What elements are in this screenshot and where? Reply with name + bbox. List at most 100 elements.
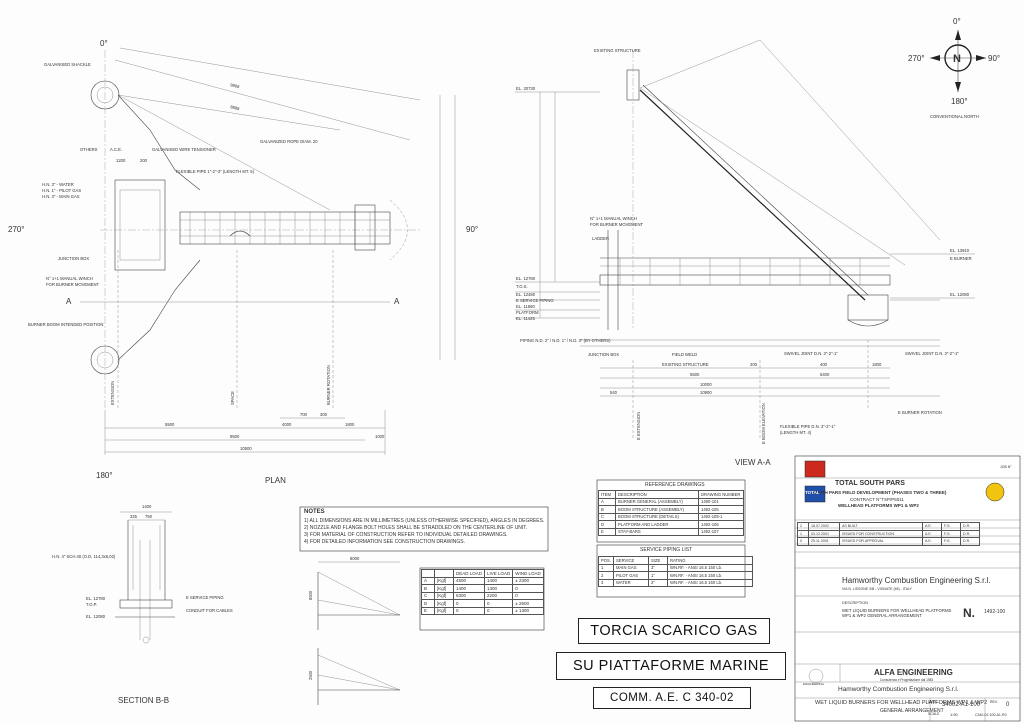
tb-scale-label: SCALE xyxy=(928,712,940,716)
load-table-cell: C xyxy=(421,591,435,600)
load-table-cell: 0 xyxy=(452,599,486,608)
load-table-cell: ± 1300 xyxy=(512,606,544,615)
ref-drawings-cell: PLATFORM AND LADDER xyxy=(615,520,699,529)
load-table-cell: 0 xyxy=(512,591,544,600)
view-aa-manual-winch: N° 1+1 MANUAL WINCH xyxy=(590,216,637,221)
service-piping-cell: SIZE xyxy=(648,556,669,565)
load-table-cell: WIND LOAD xyxy=(512,569,544,578)
banner-line-1: TORCIA SCARICO GAS xyxy=(578,618,770,644)
label-manual-winch: N° 1+1 MANUAL WINCH xyxy=(46,276,93,281)
view-aa-swivel: SWIVEL JOINT D.N. 3"-2"-1" xyxy=(784,351,838,356)
section-bb xyxy=(115,511,175,644)
view-aa-junction-box: JUNCTION BOX xyxy=(588,352,619,357)
revision-cell: D.R. xyxy=(960,529,980,538)
note-1: 1) ALL DIMENSIONS ARE IN MILLIMETRES (UN… xyxy=(304,518,545,524)
view-aa-el-11425: EL. 11425 xyxy=(516,316,535,321)
ref-drawings-cell: D xyxy=(598,520,616,529)
compass-n: N xyxy=(953,53,961,65)
load-table-cell: E xyxy=(421,606,435,615)
load-table-cell: B xyxy=(421,584,435,593)
ref-drawings-cell: A xyxy=(598,497,616,506)
ref-drawings-cell: 1492-107 xyxy=(698,527,744,536)
ref-drawings-cell: STAY-BARS xyxy=(615,527,699,536)
dim-700: 700 xyxy=(300,412,308,417)
dim-300: 300 xyxy=(320,412,328,417)
section-bb-d1400: 1400 xyxy=(142,504,152,509)
section-bb-conduit: CONDUIT FOR CABLES xyxy=(186,608,233,613)
view-aa-d400: 400 xyxy=(820,362,828,367)
load-table-cell: DEAD LOAD xyxy=(452,569,486,578)
service-piping-cell: WN.RF. - ANSI 16.5 150 Lb. xyxy=(667,578,754,587)
load-table-cell: 0 xyxy=(512,584,544,593)
view-aa-extension: E EXTENSION xyxy=(636,412,641,440)
view-aa-d200: 200 xyxy=(750,362,758,367)
tb-client: TOTAL SOUTH PARS xyxy=(835,480,905,487)
load-table-cell: ± 2300 xyxy=(512,576,544,585)
revision-cell: 18.07.2002 xyxy=(808,522,840,531)
plan-angle-bottom: 180° xyxy=(96,471,113,480)
label-ace: A.C.E. xyxy=(110,147,122,152)
view-aa-el-20730: EL. 20730 xyxy=(516,86,536,91)
plan-angle-top: 0° xyxy=(100,39,108,48)
tb-address: VIA N. LISSONE 3/B - VIGNATE (MI) - ITAL… xyxy=(842,587,913,591)
dim-5500: 5500 xyxy=(165,422,175,427)
tb-client-line: Hamworthy Combustion Engineering S.r.l. xyxy=(838,686,959,693)
plan-angle-right: 90° xyxy=(466,225,478,234)
title-block-frame xyxy=(795,460,1020,721)
load-table-cell: LIVE LOAD xyxy=(484,569,514,578)
load-table-cell: D xyxy=(421,599,435,608)
load-table-cell: 1400 xyxy=(452,584,486,593)
revision-cell: 1 xyxy=(797,529,809,538)
label-wire-tensioner: GALVANISED WIRE TENSIONER xyxy=(152,147,216,152)
label-for-burner: FOR BURNER MOVEMENT xyxy=(46,282,99,287)
section-bb-title: SECTION B-B xyxy=(118,696,169,705)
dim-9500: 9500 xyxy=(230,434,240,439)
tb-scale: 1:50 xyxy=(950,712,958,717)
view-aa-d5500: 5500 xyxy=(690,372,700,377)
view-aa-title: VIEW A-A xyxy=(735,458,771,467)
load-dim-8000: 8000 xyxy=(350,556,360,561)
service-piping-cell: WATER xyxy=(613,578,650,587)
revision-cell: D.R. xyxy=(960,537,980,546)
plan-title: PLAN xyxy=(265,476,286,485)
plan-angle-left: 270° xyxy=(8,225,25,234)
view-aa-field-weld: FIELD WELD xyxy=(672,352,697,357)
view-aa-d540: 540 xyxy=(610,390,618,395)
view-aa-d10900: 10900 xyxy=(700,390,712,395)
service-piping-cell: 1" xyxy=(648,571,669,580)
load-dim-2500: 2500 xyxy=(308,670,313,680)
revision-cell: ISSUED FOR CONSTRUCTION xyxy=(839,529,923,538)
load-table-cell: [Kgf] xyxy=(434,591,454,600)
load-table-cell: [Kgf] xyxy=(434,599,454,608)
revision-cell: 0 xyxy=(797,537,809,546)
tb-company: Hamworthy Combustion Engineering S.r.l. xyxy=(842,576,991,585)
revision-cell: 25.11.2001 xyxy=(808,537,840,546)
revision-cell: F.G. xyxy=(941,537,961,546)
tb-job: JOB N° xyxy=(1000,465,1012,469)
view-aa-el-11680: EL. 11680 xyxy=(516,304,535,309)
compass xyxy=(930,30,986,92)
note-2: 2) NOZZLE AND FLANGE BOLT HOLES SHALL BE… xyxy=(304,525,528,531)
view-aa-service-piping: E SERVICE PIPING xyxy=(516,298,554,303)
revision-cell: A.E. xyxy=(922,537,942,546)
label-flexible-pipe: FLEXIBLE PIPE 1"-2"-3" (LENGTH MT. 5) xyxy=(176,169,255,174)
dim-9808: 9808 xyxy=(230,82,241,89)
tb-alfa-logo: ENGINEERING xyxy=(803,682,825,686)
section-bb-el-12080: EL. 12080 xyxy=(86,614,106,619)
service-piping-cell: 2" xyxy=(648,578,669,587)
ref-drawings-cell: BOOM STRUCTURE (ASSEMBLY) xyxy=(615,505,699,514)
service-piping-title: SERVICE PIPING LIST xyxy=(640,547,693,553)
